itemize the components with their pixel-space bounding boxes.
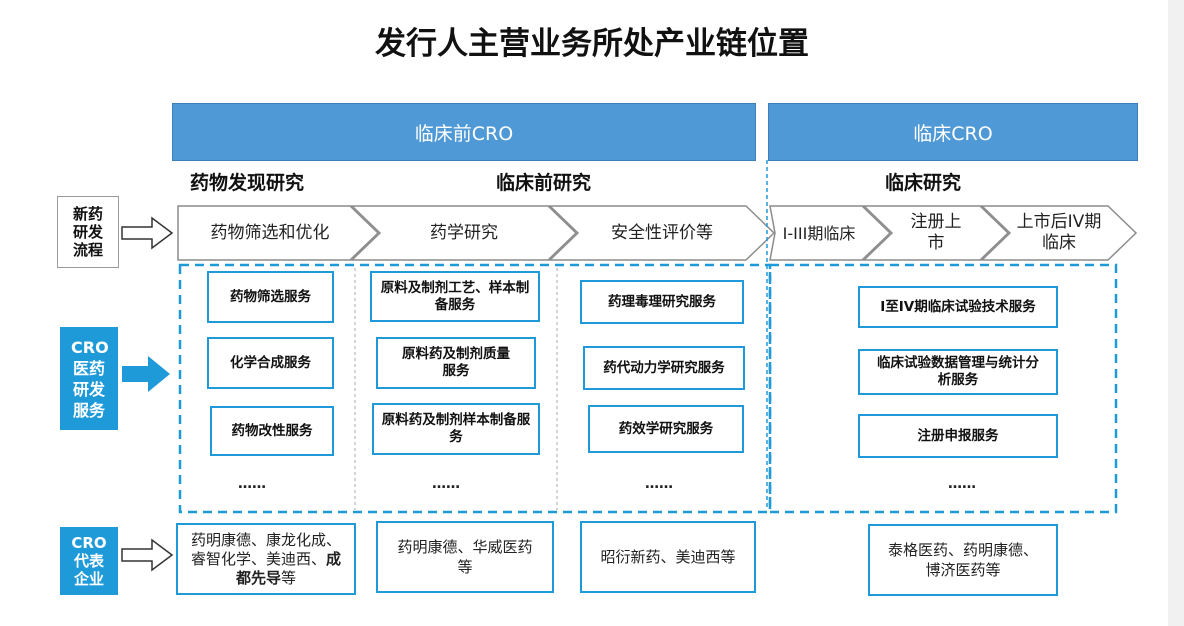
- band-clinical-cro: 临床CRO: [768, 103, 1138, 161]
- side-label-process: 新药研发流程: [57, 196, 119, 268]
- ellipsis: ……: [645, 476, 673, 492]
- service-data-management: 临床试验数据管理与统计分析服务: [858, 349, 1058, 395]
- enterprises-discovery-text: 药明康德、康龙化成、睿智化学、美迪西、成都先导等: [186, 531, 346, 588]
- process-chevron-3: [548, 205, 776, 261]
- phase-preclinical: 临床前研究: [496, 172, 592, 194]
- process-chevron-4: [769, 205, 892, 261]
- service-process-sample-prep: 原料及制剂工艺、样本制备服务: [370, 271, 540, 322]
- enterprises-clinical: 泰格医药、药明康德、博济医药等: [868, 524, 1058, 596]
- service-quality: 原料药及制剂质量服务: [376, 337, 536, 389]
- service-pharmacokinetics: 药代动力学研究服务: [583, 346, 745, 390]
- process-chevron-5: [862, 205, 1010, 261]
- service-drug-modification: 药物改性服务: [210, 406, 334, 456]
- side-label-line: CRO: [71, 337, 109, 357]
- side-label-line: 医药: [72, 358, 105, 378]
- enterprises-discovery: 药明康德、康龙化成、睿智化学、美迪西、成都先导等: [176, 523, 356, 595]
- side-label-line: 企业: [73, 570, 104, 588]
- service-clinical-trials: I至IV期临床试验技术服务: [858, 286, 1058, 328]
- service-drug-screening: 药物筛选服务: [207, 271, 334, 323]
- arrow-process-icon: [121, 216, 174, 250]
- process-step-phase1-3: I-III期临床: [782, 223, 856, 243]
- process-step-phase4: 上市后IV期临床: [1016, 212, 1102, 253]
- side-label-line: CRO: [71, 534, 107, 552]
- phase-clinical: 临床研究: [885, 172, 962, 194]
- process-step-screening: 药物筛选和优化: [210, 222, 330, 243]
- arrow-services-icon: [122, 356, 170, 392]
- side-label-line: 流程: [72, 241, 103, 259]
- side-label-line: 研发: [72, 223, 103, 241]
- ellipsis: ……: [238, 476, 266, 492]
- service-pharmacology-toxicology: 药理毒理研究服务: [580, 280, 744, 324]
- process-chevron-2: [350, 205, 578, 261]
- process-step-pharmaceutics: 药学研究: [430, 222, 498, 243]
- process-chevron-1: [177, 205, 380, 261]
- ellipsis: ……: [432, 476, 460, 492]
- services-frame-preclinical: [178, 263, 772, 514]
- band-preclinical-cro: 临床前CRO: [172, 103, 756, 161]
- service-registration: 注册申报服务: [858, 414, 1058, 458]
- process-step-safety: 安全性评价等: [611, 222, 713, 243]
- side-label-line: 研发: [72, 379, 105, 399]
- enterprises-safety: 昭衍新药、美迪西等: [580, 521, 756, 593]
- page-title: 发行人主营业务所处产业链位置: [375, 26, 809, 62]
- enterprise-suffix: 等: [281, 568, 297, 587]
- side-label-line: 新药: [72, 205, 103, 223]
- side-label-line: 服务: [72, 400, 105, 420]
- arrow-enterprises-icon: [121, 538, 174, 572]
- process-chevron-6: [980, 205, 1138, 261]
- enterprises-preclinical: 药明康德、华威医药等: [376, 521, 554, 593]
- service-pharmacodynamics: 药效学研究服务: [588, 405, 744, 453]
- services-frame-clinical: [768, 263, 1118, 514]
- process-step-registration: 注册上市: [910, 212, 962, 253]
- ellipsis: ……: [948, 476, 976, 492]
- service-chemical-synthesis: 化学合成服务: [207, 337, 334, 389]
- right-edge-strip: [1168, 0, 1184, 626]
- phase-discovery: 药物发现研究: [190, 172, 305, 194]
- enterprise-highlight: 成都先导: [235, 549, 342, 587]
- service-sample-prep: 原料药及制剂样本制备服务: [372, 403, 540, 455]
- side-label-line: 代表: [73, 552, 104, 570]
- enterprise-names: 药明康德、康龙化成、睿智化学、美迪西、: [190, 530, 341, 568]
